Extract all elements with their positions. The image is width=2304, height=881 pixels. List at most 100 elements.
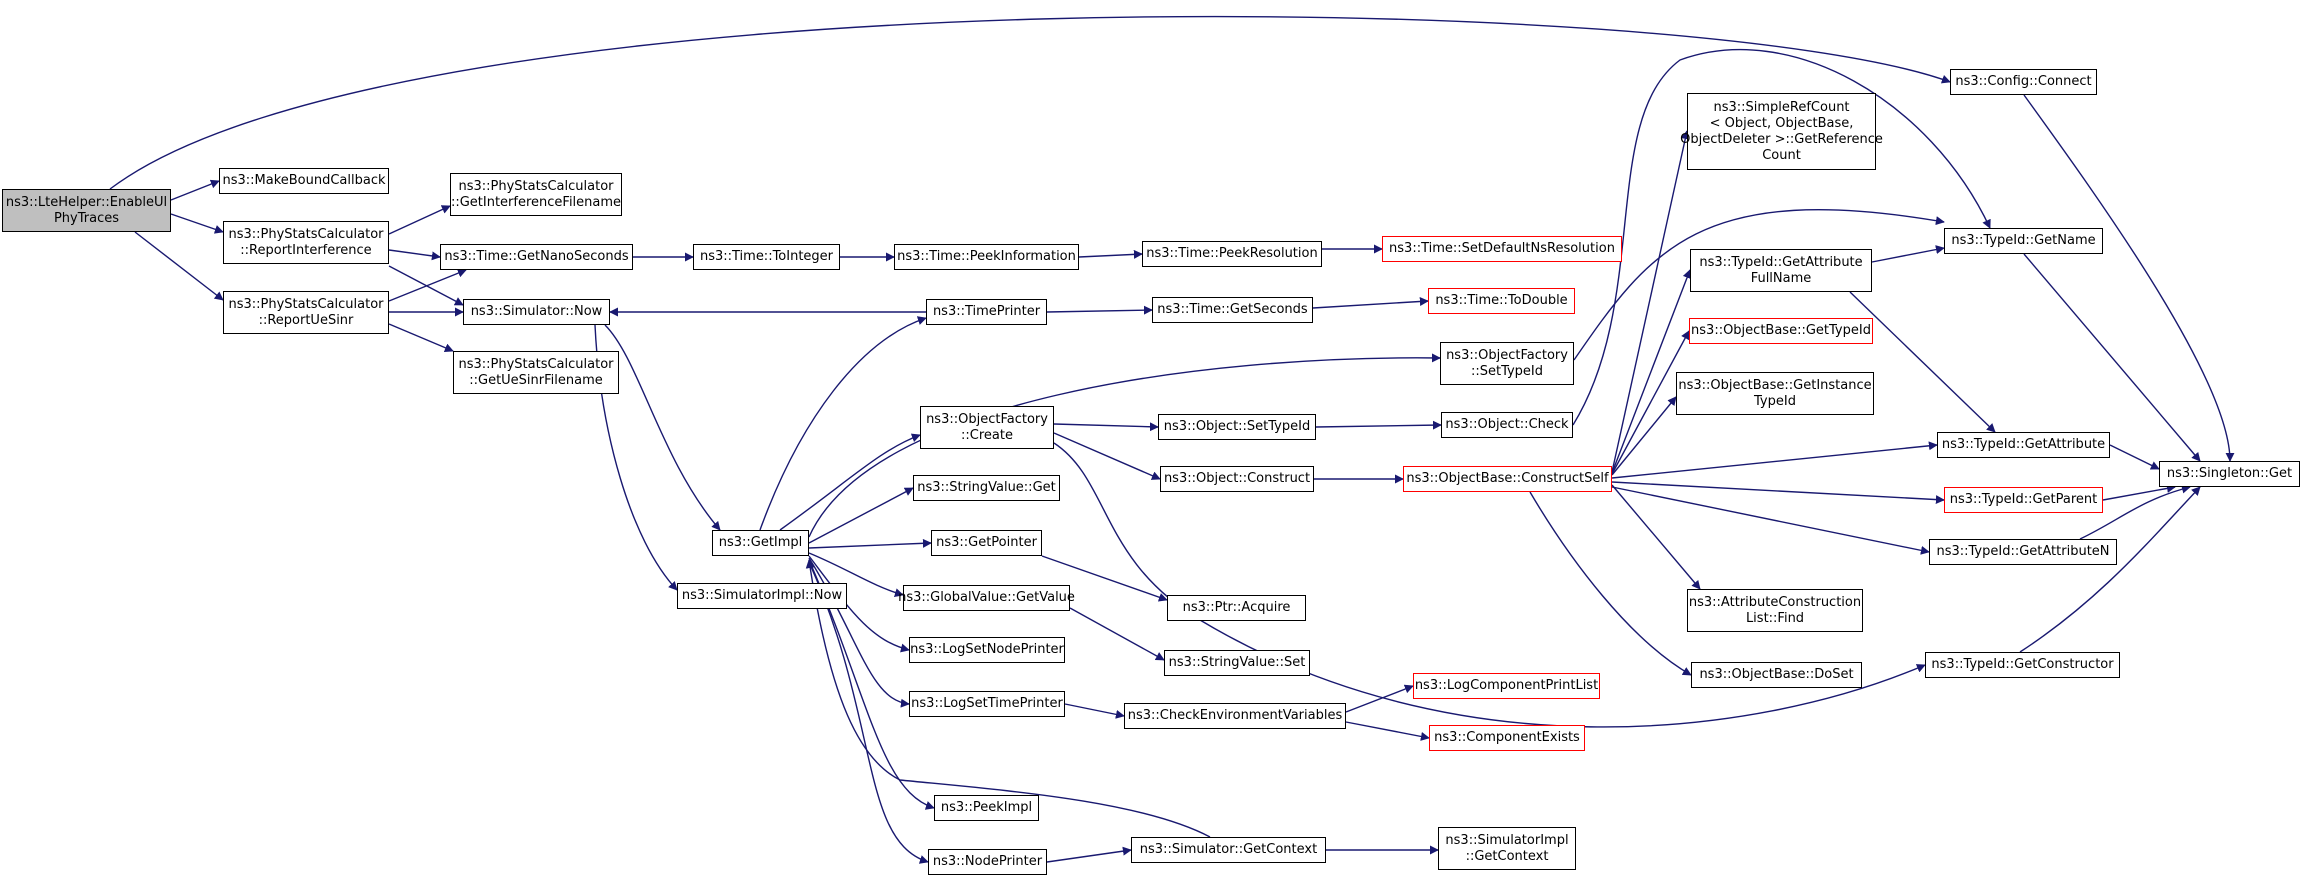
call-edge [805, 559, 1211, 838]
node-root: ns3::LteHelper::EnableUl PhyTraces [2, 189, 171, 232]
call-edge [170, 213, 224, 234]
call-edge [1046, 846, 1132, 863]
call-edge [1611, 484, 1701, 590]
node-type-id-get-attribute-full-name[interactable]: ns3::TypeId::GetAttribute FullName [1690, 249, 1872, 292]
node-log-set-time-printer[interactable]: ns3::LogSetTimePrinter [909, 691, 1065, 717]
node-get-interference-filename[interactable]: ns3::PhyStatsCalculator ::GetInterferenc… [450, 173, 622, 216]
call-edge [1041, 555, 1168, 602]
node-object-check[interactable]: ns3::Object::Check [1441, 412, 1573, 438]
node-global-value-get-value[interactable]: ns3::GlobalValue::GetValue [898, 585, 1075, 611]
call-edge [388, 268, 467, 302]
node-make-bound-callback[interactable]: ns3::MakeBoundCallback [219, 168, 389, 194]
call-edge [759, 316, 927, 531]
node-report-ue-sinr[interactable]: ns3::PhyStatsCalculator ::ReportUeSinr [223, 291, 389, 334]
node-simulator-impl-get-context[interactable]: ns3::SimulatorImpl ::GetContext [1438, 827, 1576, 870]
node-object-base-construct-self[interactable]: ns3::ObjectBase::ConstructSelf [1403, 466, 1612, 492]
call-edge [2023, 94, 2235, 462]
call-edge [1064, 703, 1125, 719]
call-edge [170, 179, 220, 201]
call-edge [808, 552, 904, 597]
call-edge [1053, 442, 1926, 728]
call-edge [1871, 245, 1945, 263]
node-object-construct[interactable]: ns3::Object::Construct [1160, 466, 1314, 492]
node-component-exists[interactable]: ns3::ComponentExists [1429, 725, 1585, 751]
call-edge [808, 353, 1441, 538]
call-edge [2023, 253, 2201, 462]
call-edge [388, 205, 451, 235]
node-object-factory-set-type-id[interactable]: ns3::ObjectFactory ::SetTypeId [1440, 342, 1574, 385]
node-report-interference[interactable]: ns3::PhyStatsCalculator ::ReportInterfer… [223, 221, 389, 264]
call-edge [1611, 396, 1677, 476]
node-attribute-construction-list-find[interactable]: ns3::AttributeConstruction List::Find [1687, 589, 1863, 632]
node-config-connect[interactable]: ns3::Config::Connect [1950, 69, 2097, 95]
node-simulator-now[interactable]: ns3::Simulator::Now [463, 299, 610, 325]
call-edge [2109, 444, 2160, 470]
call-edge [1315, 420, 1442, 430]
call-edge [1611, 481, 1945, 505]
call-edge [1069, 607, 1165, 661]
call-edge [808, 555, 910, 653]
call-edge [604, 324, 721, 531]
node-type-id-get-constructor[interactable]: ns3::TypeId::GetConstructor [1925, 652, 2120, 678]
node-get-nano-seconds[interactable]: ns3::Time::GetNanoSeconds [440, 244, 633, 270]
node-type-id-get-parent[interactable]: ns3::TypeId::GetParent [1944, 487, 2103, 513]
node-type-id-get-attribute[interactable]: ns3::TypeId::GetAttribute [1937, 432, 2110, 458]
node-type-id-get-name[interactable]: ns3::TypeId::GetName [1944, 228, 2103, 254]
call-edge [1078, 249, 1143, 259]
node-simulator-get-context[interactable]: ns3::Simulator::GetContext [1131, 837, 1326, 863]
node-node-printer[interactable]: ns3::NodePrinter [928, 849, 1047, 875]
call-edge [808, 557, 910, 708]
call-edge [808, 487, 914, 544]
call-edge [1611, 130, 1690, 473]
call-edge [808, 561, 929, 864]
call-edge [1611, 486, 1930, 555]
call-edge [2019, 486, 2201, 653]
node-time-printer[interactable]: ns3::TimePrinter [926, 299, 1047, 325]
node-get-pointer[interactable]: ns3::GetPointer [931, 530, 1042, 556]
node-get-seconds[interactable]: ns3::Time::GetSeconds [1152, 297, 1313, 323]
node-object-base-get-type-id[interactable]: ns3::ObjectBase::GetTypeId [1689, 318, 1873, 344]
node-ptr-acquire[interactable]: ns3::Ptr::Acquire [1167, 595, 1306, 621]
call-edge [388, 323, 454, 352]
call-edge [779, 433, 921, 531]
node-simulator-impl-now[interactable]: ns3::SimulatorImpl::Now [677, 583, 847, 609]
call-edge [808, 559, 935, 810]
node-get-ue-sinr-filename[interactable]: ns3::PhyStatsCalculator ::GetUeSinrFilen… [453, 351, 619, 394]
node-get-impl[interactable]: ns3::GetImpl [712, 530, 809, 556]
call-edge [1572, 49, 1991, 426]
node-simple-ref-count-get-reference-count[interactable]: ns3::SimpleRefCount < Object, ObjectBase… [1680, 93, 1883, 170]
node-check-environment-variables[interactable]: ns3::CheckEnvironmentVariables [1124, 703, 1346, 729]
node-log-component-print-list[interactable]: ns3::LogComponentPrintList [1413, 673, 1600, 699]
call-edge [2079, 484, 2191, 540]
node-string-value-get[interactable]: ns3::StringValue::Get [913, 475, 1060, 501]
call-edge [2102, 484, 2176, 501]
call-edge [109, 15, 1951, 190]
call-edge [1345, 684, 1414, 713]
node-type-id-get-attribute-n[interactable]: ns3::TypeId::GetAttributeN [1929, 539, 2117, 565]
node-set-default-ns-resolution[interactable]: ns3::Time::SetDefaultNsResolution [1382, 236, 1622, 262]
call-edge [1573, 209, 1945, 361]
call-edge [1312, 297, 1429, 309]
node-object-base-get-instance-type-id[interactable]: ns3::ObjectBase::GetInstance TypeId [1676, 372, 1874, 415]
call-edge [1345, 721, 1430, 741]
node-log-set-node-printer[interactable]: ns3::LogSetNodePrinter [909, 637, 1065, 663]
node-object-factory-create[interactable]: ns3::ObjectFactory ::Create [920, 406, 1054, 449]
node-object-set-type-id[interactable]: ns3::Object::SetTypeId [1158, 414, 1316, 440]
node-peek-impl[interactable]: ns3::PeekImpl [934, 795, 1039, 821]
call-edge [1849, 291, 1996, 433]
node-to-double[interactable]: ns3::Time::ToDouble [1428, 288, 1575, 314]
node-peek-information[interactable]: ns3::Time::PeekInformation [894, 244, 1079, 270]
call-edge [134, 231, 224, 301]
node-object-base-do-set[interactable]: ns3::ObjectBase::DoSet [1691, 662, 1862, 688]
node-to-integer[interactable]: ns3::Time::ToInteger [693, 244, 840, 270]
node-string-value-set[interactable]: ns3::StringValue::Set [1164, 650, 1310, 676]
node-peek-resolution[interactable]: ns3::Time::PeekResolution [1142, 241, 1322, 267]
call-edge [1053, 432, 1161, 480]
node-singleton-get[interactable]: ns3::Singleton::Get [2159, 461, 2300, 487]
call-edge [1611, 330, 1690, 475]
call-edge [1529, 491, 1692, 676]
call-edge [1046, 305, 1153, 315]
call-edge [1611, 269, 1692, 474]
